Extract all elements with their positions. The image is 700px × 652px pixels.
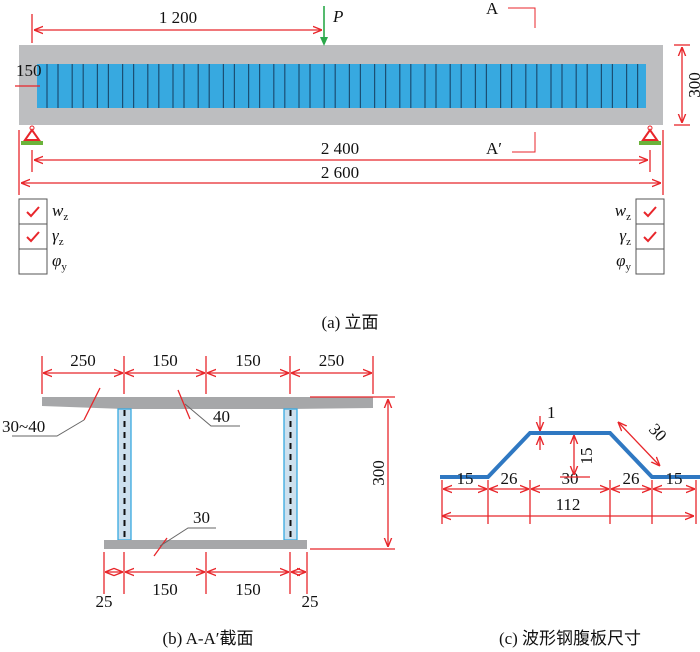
check-icon <box>643 231 657 243</box>
dim-span-label: 2 400 <box>321 139 359 158</box>
dim-label-top-2: 150 <box>235 351 261 370</box>
dim-label-bot-0: 25 <box>96 592 113 611</box>
section-mark-bottom: A′ <box>486 139 502 158</box>
dim-label-web-3: 26 <box>623 469 640 488</box>
bottom-flange <box>104 540 307 549</box>
caption-c: (c) 波形钢腹板尺寸 <box>499 629 641 648</box>
left-checkbox-1 <box>18 223 48 250</box>
web-folds <box>46 64 639 108</box>
section-height-label: 300 <box>369 460 388 486</box>
dim-label-bot-2: 150 <box>235 580 261 599</box>
flange-thick-label: 30~40 <box>2 417 45 436</box>
dim-label-bot-3: 25 <box>302 592 319 611</box>
web-thick-label: 1 <box>547 403 556 422</box>
dim-label-web-2: 30 <box>562 469 579 488</box>
dim-label-top-1: 150 <box>152 351 178 370</box>
corrugated-web <box>37 64 646 108</box>
dim-label-web-1: 26 <box>501 469 518 488</box>
section-mark-top: A <box>486 0 499 18</box>
elevation-view: P 1 200 150 300 2 400 2 600 A A′ wzγzφyw… <box>15 0 700 332</box>
check-icon <box>26 231 40 243</box>
caption-b: (b) A-A′截面 <box>162 629 253 648</box>
left-dof-label: γz <box>52 226 64 248</box>
left-dof-label: φy <box>52 251 67 273</box>
right-dof-label: wz <box>615 201 631 223</box>
right-checkbox-1 <box>635 223 665 250</box>
right-checkbox-2 <box>635 248 665 275</box>
left-dof-label: wz <box>52 201 68 223</box>
caption-a: (a) 立面 <box>321 313 378 332</box>
support-right <box>639 125 661 145</box>
web-incline-label: 30 <box>645 420 670 445</box>
dim-total-label: 2 600 <box>321 163 359 182</box>
load-arrow-head <box>320 37 328 46</box>
cross-section-view: 250 150 150 250 25 150 150 25 300 30~40 40 30 (… <box>2 351 395 648</box>
dim-label-top-3: 250 <box>319 351 345 370</box>
web-total-label: 112 <box>556 495 581 514</box>
left-checkbox-2 <box>18 248 48 275</box>
right-dof-label: γz <box>619 226 631 248</box>
top-flange <box>42 397 373 409</box>
dim-label-web-0: 15 <box>457 469 474 488</box>
bottom-thick-label: 30 <box>193 508 210 527</box>
dim-label-web-4: 15 <box>666 469 683 488</box>
web-amp-label: 15 <box>577 448 596 465</box>
web-profile <box>440 431 700 479</box>
check-icon <box>643 206 657 218</box>
dim-load-label: 1 200 <box>159 8 197 27</box>
right-checkbox-0 <box>635 198 665 225</box>
left-checkbox-0 <box>18 198 48 225</box>
dof-checkboxes: wz γz φy wz γz φy <box>18 198 665 275</box>
dim-height-label: 300 <box>685 72 700 98</box>
dim-label-top-0: 250 <box>70 351 96 370</box>
top-thick-label: 40 <box>213 407 230 426</box>
load-label: P <box>332 7 343 26</box>
dim-label-bot-1: 150 <box>152 580 178 599</box>
support-left <box>21 125 43 145</box>
dim-end-label: 150 <box>16 61 42 80</box>
check-icon <box>26 206 40 218</box>
right-dof-label: φy <box>616 251 631 273</box>
web-profile-view: 15 26 30 26 15 112 15 1 30 (c) 波形钢腹板尺寸 <box>440 403 700 648</box>
